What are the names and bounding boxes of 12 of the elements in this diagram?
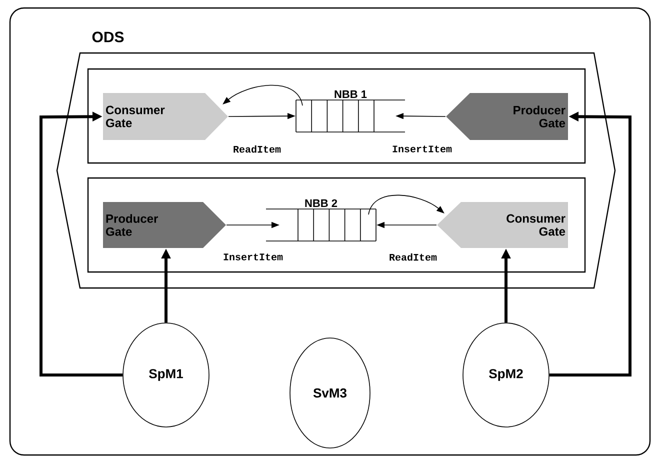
panel-box — [87, 68, 586, 164]
arrow — [40, 112, 123, 376]
arrow — [368, 194, 444, 215]
buffer-queue: NBB 2 — [266, 199, 376, 242]
edge-label: InsertItem — [222, 252, 284, 262]
arrow — [222, 84, 303, 106]
node-label: ODS — [92, 32, 124, 42]
edge-label: ReadItem — [232, 144, 282, 154]
edge-label: ReadItem — [388, 252, 438, 262]
buffer-queue: NBB 1 — [296, 90, 406, 132]
panel-box — [87, 177, 586, 273]
edge-label: InsertItem — [391, 144, 453, 154]
